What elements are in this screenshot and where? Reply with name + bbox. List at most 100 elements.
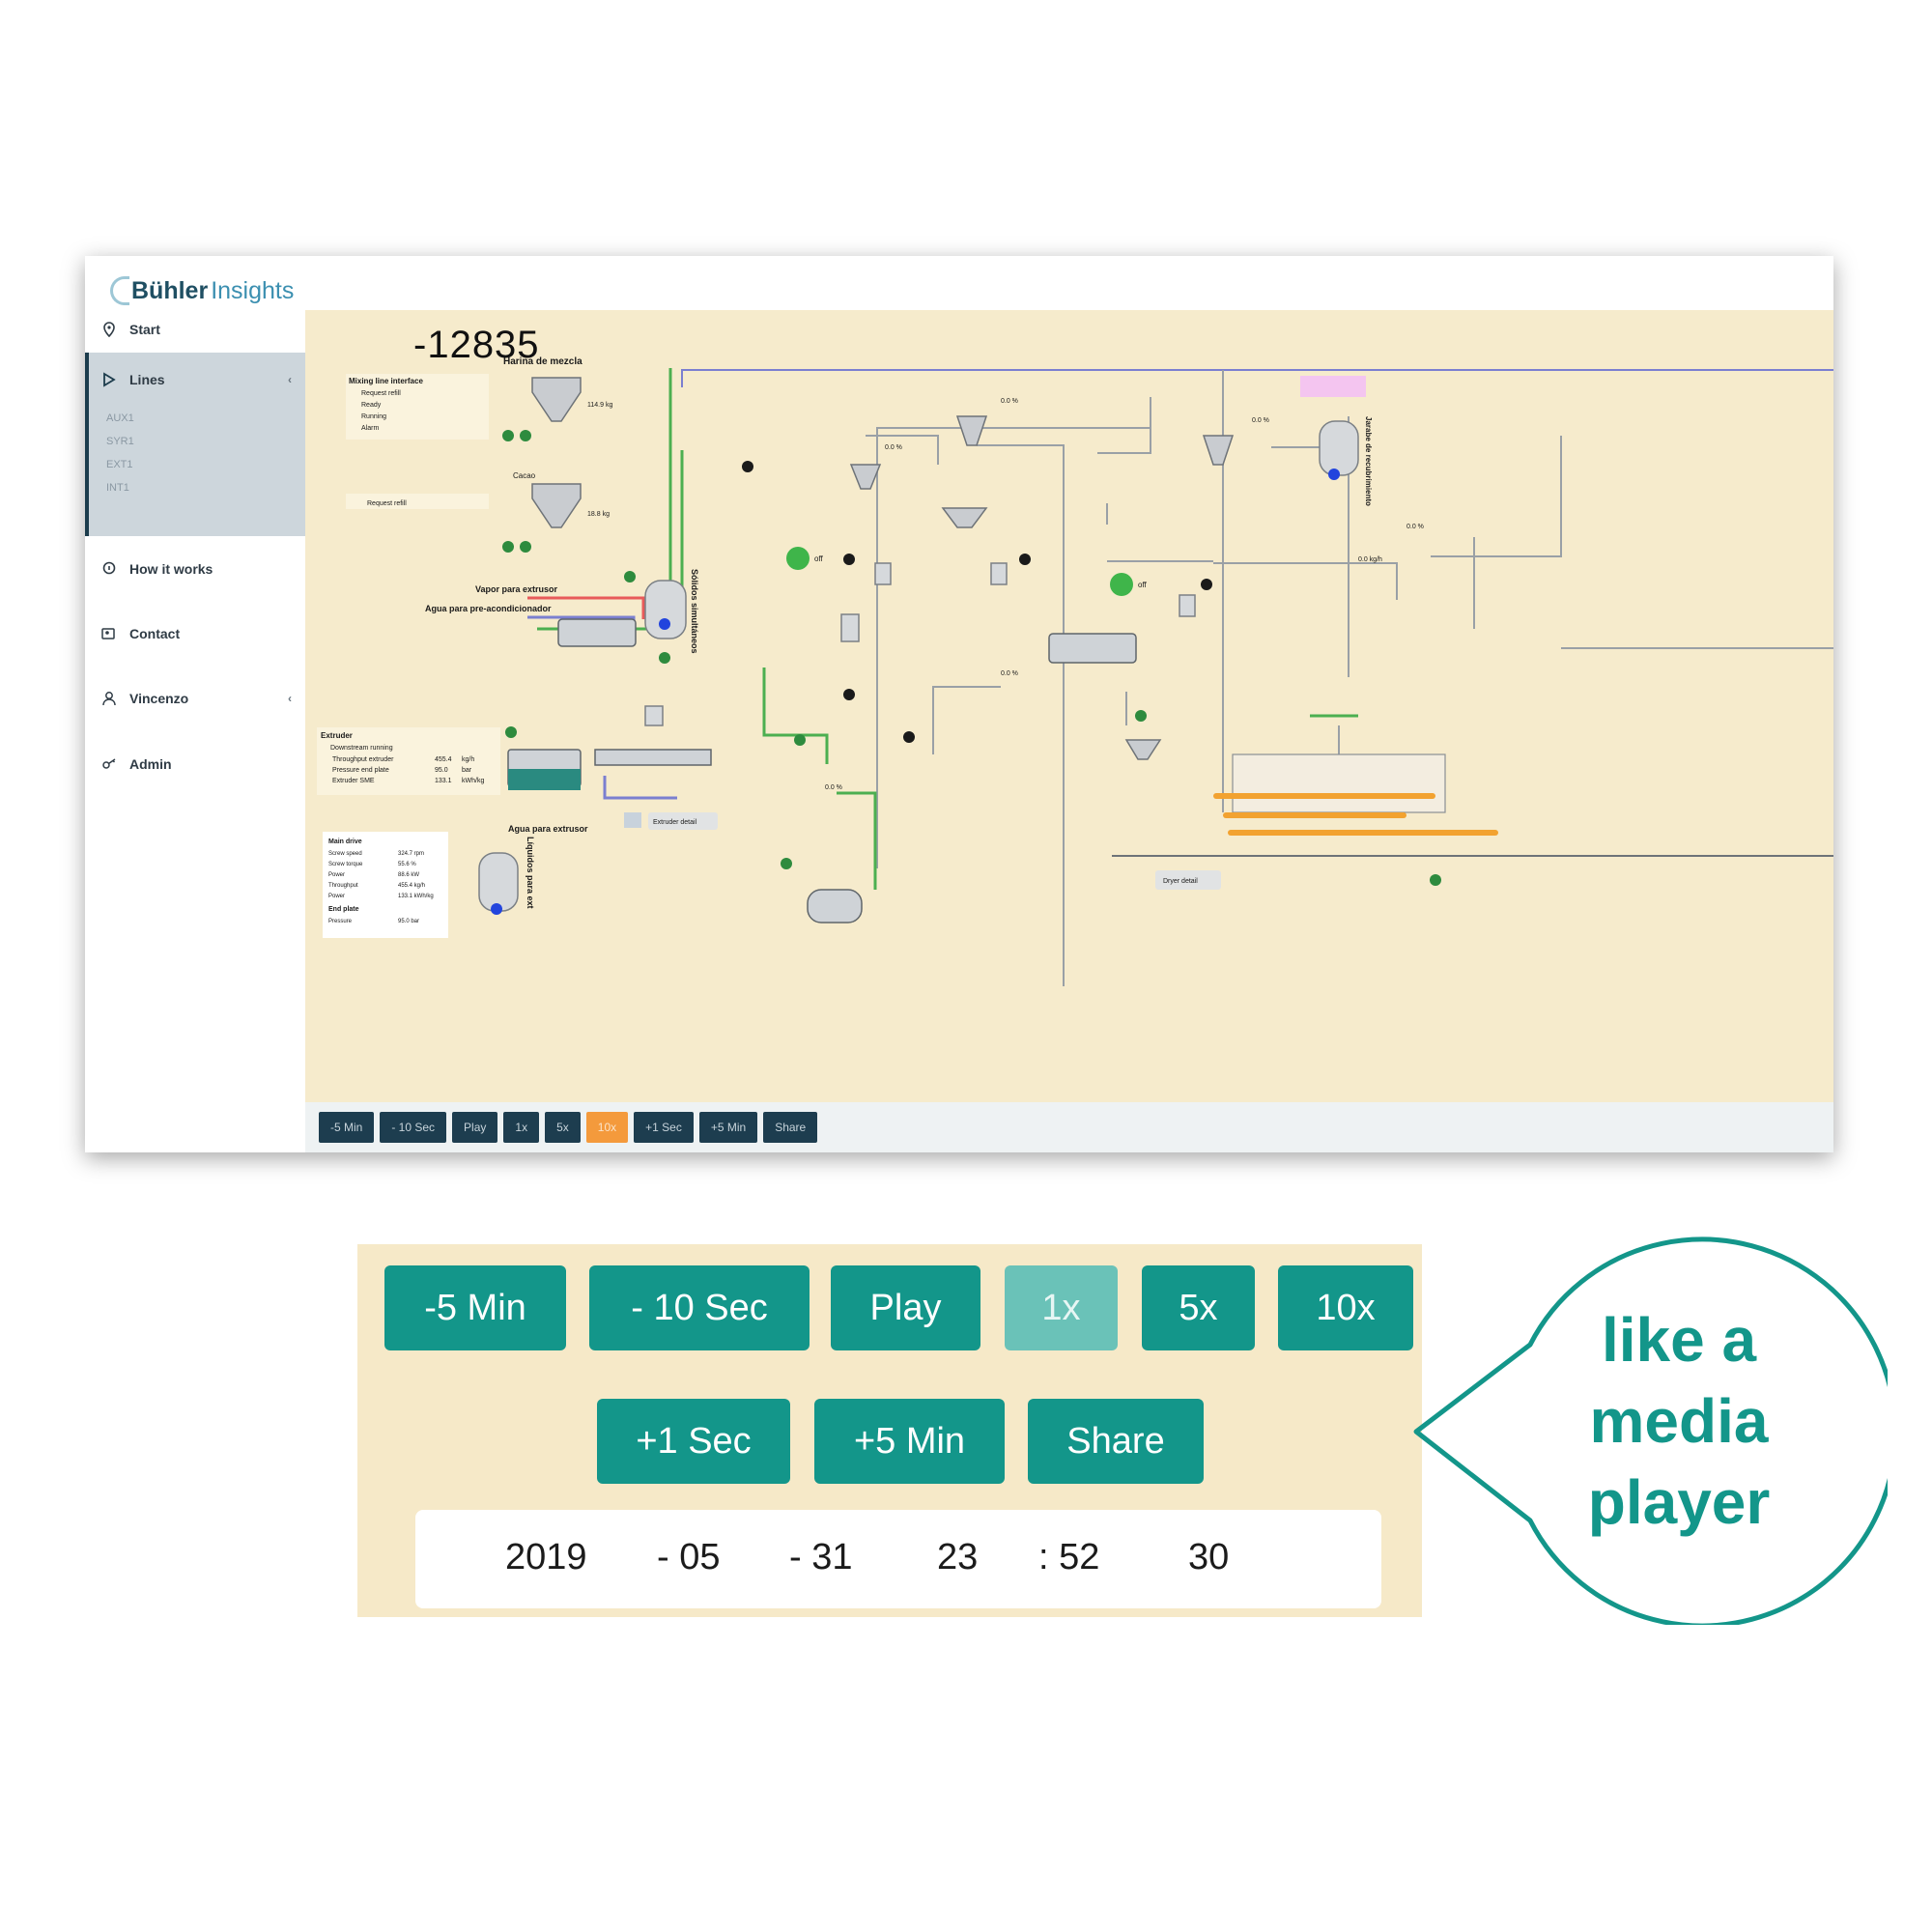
logo-product: Insights bbox=[211, 276, 295, 304]
toolbar-minus-10-sec-button[interactable]: - 10 Sec bbox=[380, 1112, 447, 1143]
label-extruder-row: Throughput extruder bbox=[332, 756, 394, 763]
chevron-left-icon: ‹ bbox=[288, 692, 292, 705]
share-button[interactable]: Share bbox=[1028, 1399, 1204, 1484]
buhler-logo[interactable]: Bühler Insights bbox=[110, 271, 294, 310]
play-button[interactable]: Play bbox=[831, 1265, 980, 1350]
label-drive-row: Power bbox=[328, 872, 345, 878]
label-vapor: Vapor para extrusor bbox=[475, 584, 558, 594]
keys-icon bbox=[100, 755, 118, 773]
percent-label: 0.0 % bbox=[1406, 524, 1424, 530]
label-main-drive: Main drive bbox=[328, 838, 362, 845]
sidebar-item-start[interactable]: Start bbox=[85, 310, 305, 349]
toolbar-share-button[interactable]: Share bbox=[763, 1112, 818, 1143]
value-drive-row: 455.4 kg/h bbox=[398, 883, 425, 889]
date-year[interactable]: 2019 bbox=[505, 1537, 587, 1577]
contact-card-icon bbox=[100, 625, 118, 642]
time-second[interactable]: 30 bbox=[1188, 1537, 1230, 1577]
percent-label: 0.0 % bbox=[1001, 398, 1018, 405]
status-off: off bbox=[814, 554, 824, 563]
user-icon bbox=[100, 690, 118, 707]
sidebar-item-how-it-works[interactable]: How it works bbox=[85, 550, 305, 588]
sidebar-item-contact[interactable]: Contact bbox=[85, 614, 305, 653]
value-extruder-row: 95.0 bbox=[435, 767, 448, 774]
label-request-refill: Request refill bbox=[367, 500, 407, 507]
percent-label: 0.0 % bbox=[1252, 417, 1269, 424]
bubble-line: media bbox=[1589, 1386, 1769, 1456]
percent-label: 0.0 % bbox=[885, 444, 902, 451]
label-harina: Harina de mezcla bbox=[503, 356, 582, 367]
sidebar-item-label: How it works bbox=[129, 561, 213, 577]
logo-arc-icon bbox=[110, 276, 129, 305]
info-pin-icon bbox=[100, 560, 118, 578]
plus-5-min-button[interactable]: +5 Min bbox=[814, 1399, 1005, 1484]
bubble-line: player bbox=[1587, 1467, 1771, 1537]
sidebar-lines-group: Lines ‹ AUX1 SYR1 EXT1 INT1 bbox=[85, 353, 305, 536]
sidebar-item-lines[interactable]: Lines ‹ bbox=[85, 360, 305, 399]
timeline-counter: -12835 bbox=[413, 324, 540, 366]
sidebar-item-label: Lines bbox=[129, 372, 165, 387]
process-diagram-area: Harina de mezcla Cacao Mixing line inter… bbox=[305, 310, 1833, 1152]
time-hour[interactable]: 23 bbox=[937, 1537, 979, 1577]
label-drive-row: Power bbox=[328, 894, 345, 899]
label-agua-pre: Agua para pre-acondicionador bbox=[425, 604, 552, 613]
value-extruder-row: 455.4 bbox=[435, 756, 452, 763]
toolbar-plus-5-min-button[interactable]: +5 Min bbox=[698, 1112, 758, 1143]
label-mixing-title: Mixing line interface bbox=[349, 377, 423, 385]
label-extruder-status: Downstream running bbox=[330, 745, 393, 752]
toolbar-speed-5x-button[interactable]: 5x bbox=[545, 1112, 581, 1143]
toolbar-play-button[interactable]: Play bbox=[452, 1112, 498, 1143]
sidebar-item-admin[interactable]: Admin bbox=[85, 745, 305, 783]
flow-rate-label: 18.8 kg bbox=[587, 511, 610, 518]
sidebar-subitem-int1[interactable]: INT1 bbox=[106, 482, 129, 494]
process-flow-diagram: Harina de mezcla Cacao Mixing line inter… bbox=[317, 356, 1833, 986]
label-end-plate: End plate bbox=[328, 906, 359, 913]
label-cacao: Cacao bbox=[513, 471, 536, 480]
sidebar-item-vincenzo[interactable]: Vincenzo ‹ bbox=[85, 679, 305, 718]
speed-1x-button[interactable]: 1x bbox=[1005, 1265, 1118, 1350]
percent-label: 0.0 % bbox=[825, 784, 842, 791]
logo-brand: Bühler bbox=[131, 276, 209, 304]
sidebar-subitem-ext1[interactable]: EXT1 bbox=[106, 459, 133, 470]
play-triangle-icon bbox=[100, 371, 118, 388]
toolbar-minus-5-min-button[interactable]: -5 Min bbox=[319, 1112, 375, 1143]
datetime-field[interactable]: 2019 - 05 - 31 23 : 52 30 bbox=[415, 1510, 1381, 1608]
label-extruder-row: Extruder SME bbox=[332, 778, 375, 784]
toolbar-speed-10x-button[interactable]: 10x bbox=[585, 1112, 629, 1143]
minus-5-min-button[interactable]: -5 Min bbox=[384, 1265, 566, 1350]
label-solidos: Sólidos simultáneos bbox=[690, 569, 699, 654]
plus-1-sec-button[interactable]: +1 Sec bbox=[597, 1399, 790, 1484]
unit-extruder-row: kg/h bbox=[462, 756, 474, 763]
date-month[interactable]: - 05 bbox=[657, 1537, 721, 1577]
unit-extruder-row: bar bbox=[462, 767, 472, 774]
label-liquidos: Líquidos para ext bbox=[526, 837, 535, 909]
sidebar-subitem-syr1[interactable]: SYR1 bbox=[106, 436, 134, 447]
value-drive-row: 324.7 rpm bbox=[398, 851, 424, 857]
speed-10x-button[interactable]: 10x bbox=[1278, 1265, 1413, 1350]
value-drive-row: 133.1 kWh/kg bbox=[398, 894, 434, 899]
unit-extruder-row: kWh/kg bbox=[462, 778, 484, 784]
label-jarabe: Jarabe de recubrimiento bbox=[1364, 416, 1373, 506]
sidebar: Start Lines ‹ AUX1 SYR1 EXT1 INT1 bbox=[85, 310, 305, 1152]
date-day[interactable]: - 31 bbox=[789, 1537, 853, 1577]
chevron-left-icon: ‹ bbox=[288, 373, 292, 386]
playback-toolbar: -5 Min - 10 Sec Play 1x 5x 10x +1 Sec +5… bbox=[305, 1102, 1833, 1152]
value-drive-row: 88.6 kW bbox=[398, 872, 419, 878]
sidebar-item-label: Start bbox=[129, 322, 160, 337]
status-off: off bbox=[1138, 581, 1148, 589]
label-mixing-item: Ready bbox=[361, 402, 382, 409]
speed-5x-button[interactable]: 5x bbox=[1142, 1265, 1255, 1350]
media-control-panel: -5 Min - 10 Sec Play 1x 5x 10x +1 Sec +5… bbox=[357, 1244, 1422, 1617]
dryer-detail-button[interactable]: Dryer detail bbox=[1163, 878, 1198, 885]
extruder-detail-button[interactable]: Extruder detail bbox=[653, 819, 697, 826]
value-end-plate-row: 95.0 bar bbox=[398, 919, 419, 924]
label-extruder-title: Extruder bbox=[321, 731, 353, 740]
time-minute[interactable]: : 52 bbox=[1038, 1537, 1100, 1577]
sidebar-subitem-aux1[interactable]: AUX1 bbox=[106, 412, 134, 424]
minus-10-sec-button[interactable]: - 10 Sec bbox=[589, 1265, 810, 1350]
value-extruder-row: 133.1 bbox=[435, 778, 452, 784]
label-extruder-row: Pressure end plate bbox=[332, 767, 389, 774]
toolbar-plus-1-sec-button[interactable]: +1 Sec bbox=[634, 1112, 694, 1143]
toolbar-speed-1x-button[interactable]: 1x bbox=[503, 1112, 540, 1143]
label-mixing-item: Alarm bbox=[361, 425, 379, 432]
